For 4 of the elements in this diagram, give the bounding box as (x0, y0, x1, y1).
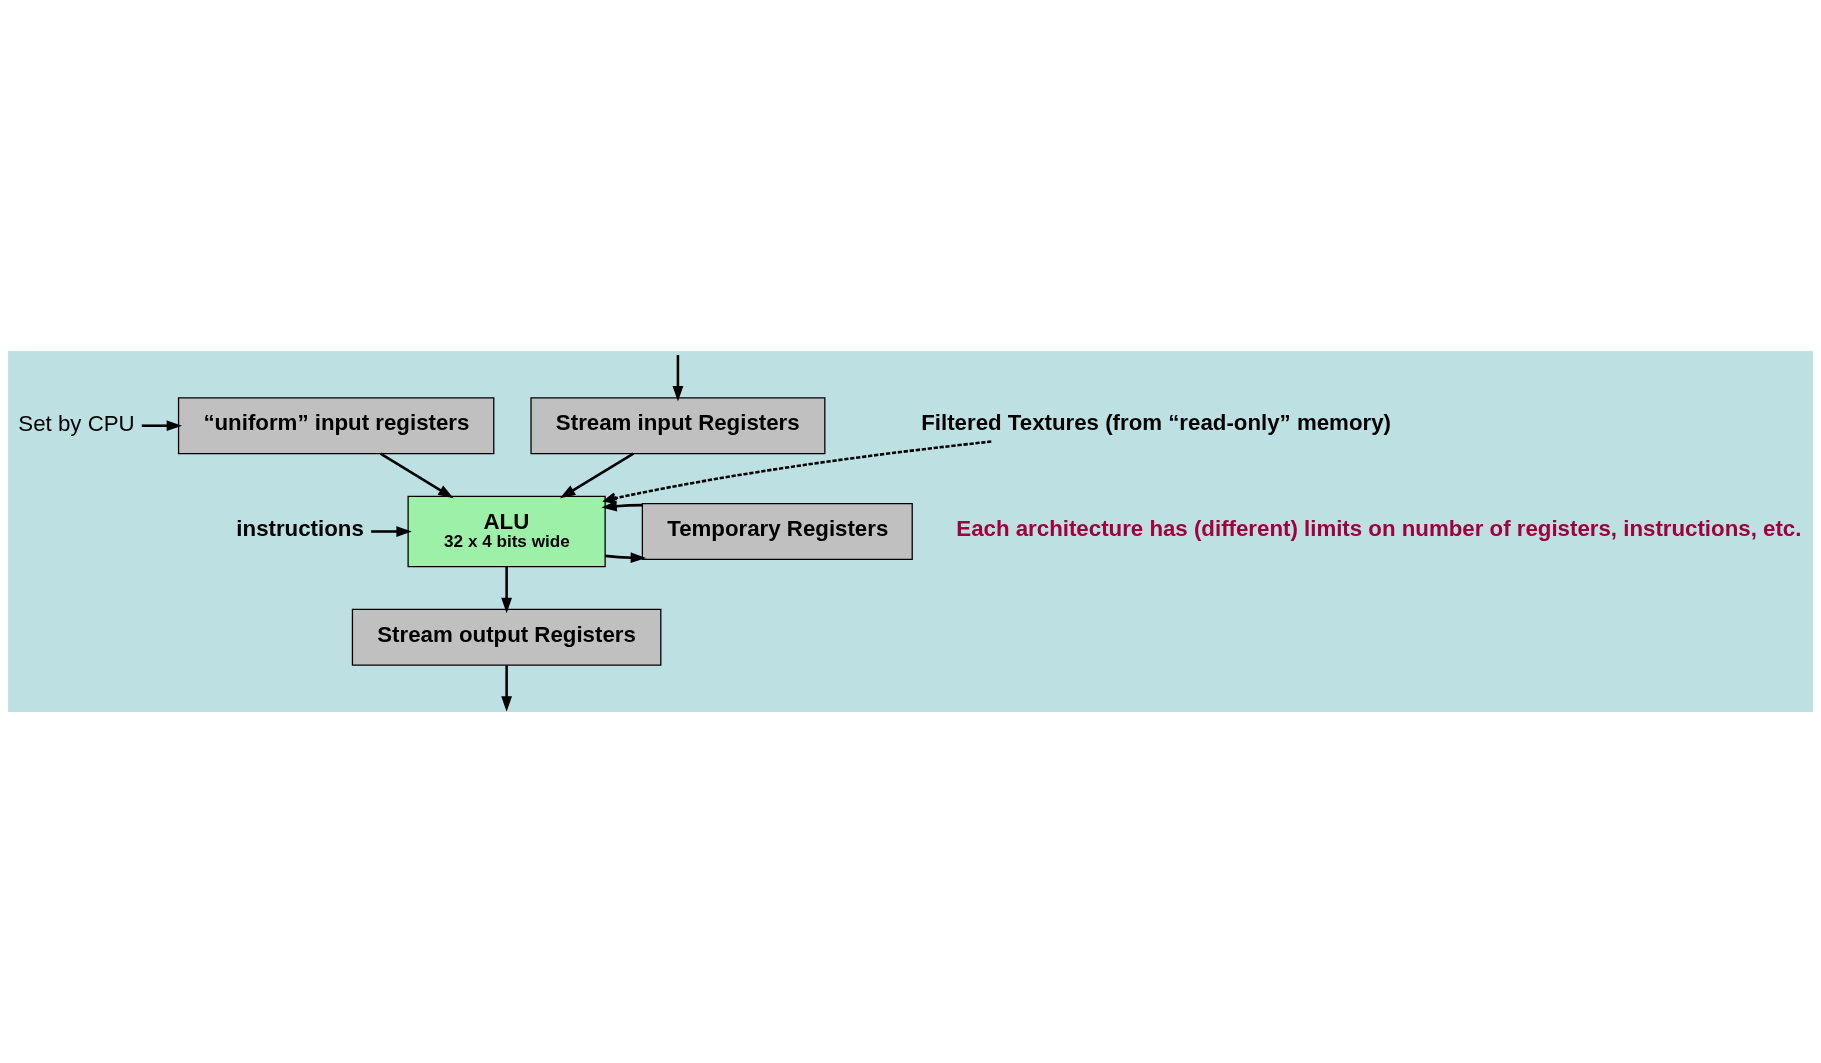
node-text: Set by CPU (18, 411, 135, 437)
node-text: instructions (236, 516, 364, 542)
node-text: Filtered Textures (from “read-only” memory) (921, 410, 1391, 436)
label: Each architecture has (different) limits on number of registers, instructions, etc. (956, 516, 1802, 542)
